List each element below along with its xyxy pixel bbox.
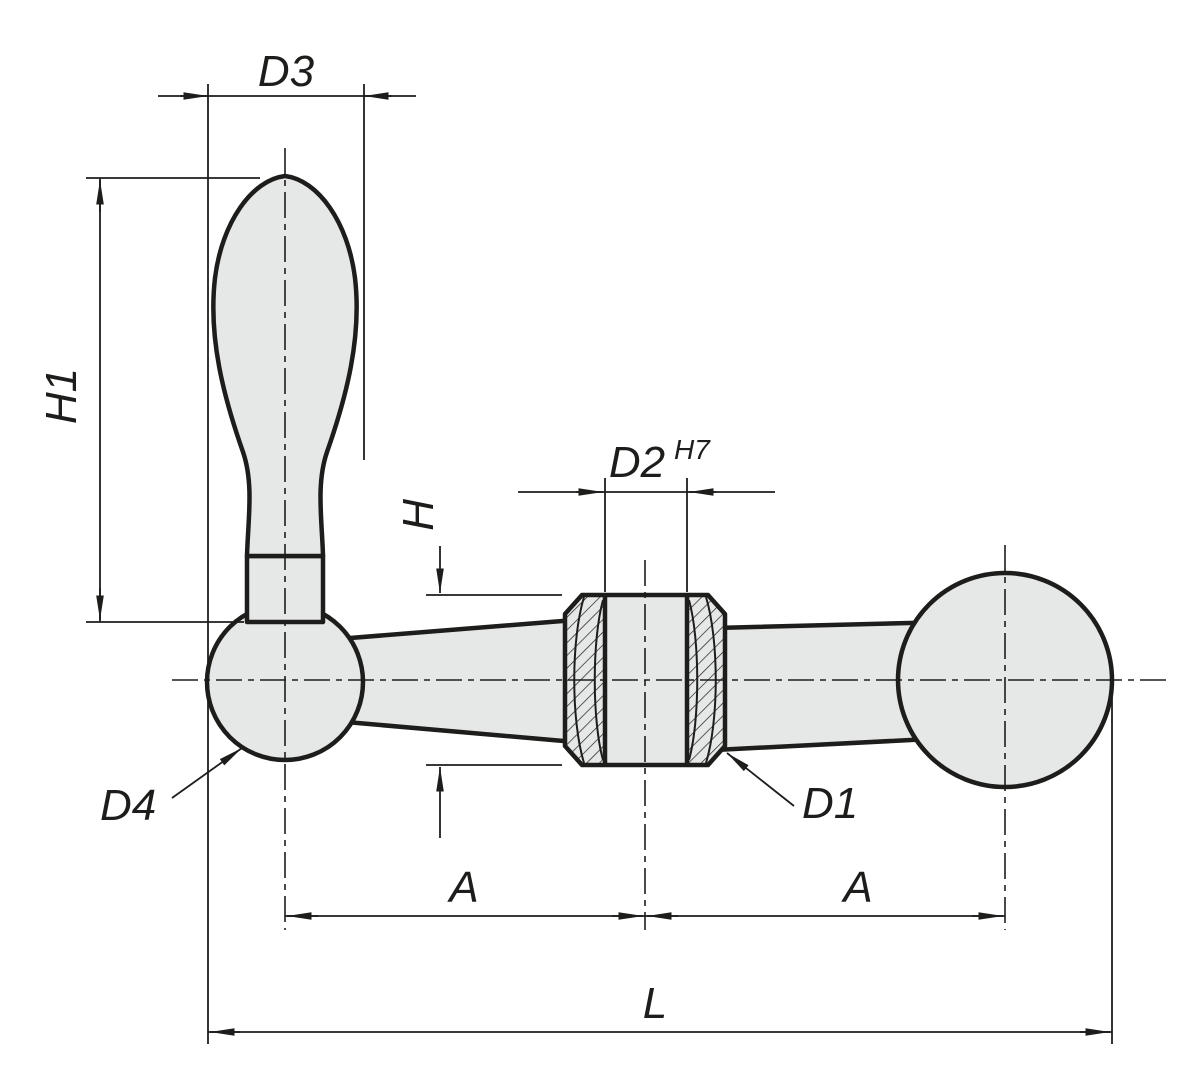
dimension-l: L [208, 690, 1113, 1044]
hub-section-arc-right-inner [688, 599, 699, 761]
dimension-label-l: L [643, 979, 667, 1028]
dimension-label-a-left: A [446, 863, 478, 912]
dimension-a: A A [285, 863, 1005, 920]
dimension-h: H [394, 499, 562, 838]
d4-leader-line [171, 747, 243, 799]
hub-section-arc-left-inner [593, 599, 604, 761]
dimension-d4: D4 [100, 747, 243, 830]
dimension-label-d3: D3 [258, 47, 315, 96]
dimension-d1: D1 [726, 752, 858, 828]
d1-leader-line [726, 752, 795, 807]
dimension-label-d2: D2 [609, 438, 665, 487]
dimension-label-h: H [394, 499, 443, 531]
revolving-grip [211, 173, 359, 559]
dimension-label-h1: H1 [37, 368, 86, 424]
dimension-label-a-right: A [840, 863, 872, 912]
dimension-h1: H1 [37, 177, 260, 623]
centerlines [172, 148, 1168, 930]
dimension-d3: D3 [158, 47, 416, 1044]
dimension-label-d4: D4 [100, 781, 156, 830]
dimension-d2: D2 H7 [518, 434, 775, 592]
dimension-label-d2-tolerance: H7 [674, 434, 711, 465]
dimension-label-d1: D1 [802, 779, 858, 828]
